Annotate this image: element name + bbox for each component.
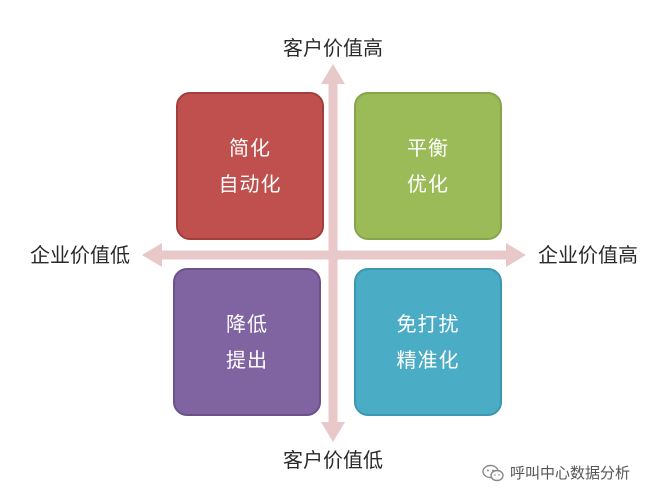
quadrant-line: 优化 [407,172,449,196]
quadrant-line: 平衡 [407,136,449,160]
quadrant-balance-optimize: 平衡 优化 [354,92,502,240]
arrowhead-up [321,64,345,84]
quadrant-line: 自动化 [218,172,282,196]
axis-label-enterprise-high: 企业价值高 [538,243,638,267]
quadrant-line: 免打扰 [396,312,460,336]
quadrant-simplify-automate: 简化 自动化 [176,92,324,240]
quadrant-no-disturb-precise: 免打扰 精准化 [354,268,502,416]
quadrant-line: 简化 [229,136,271,160]
axis-label-enterprise-low: 企业价值低 [30,243,130,267]
arrowhead-left [142,243,162,267]
quadrant-reduce-extract: 降低 提出 [173,268,321,416]
arrowhead-right [506,243,526,267]
axis-label-customer-high: 客户价值高 [283,36,383,60]
quadrant-line: 降低 [226,312,268,336]
quadrant-line: 精准化 [396,348,460,372]
quadrant-line: 提出 [226,348,268,372]
watermark-text: 呼叫中心数据分析 [510,464,631,482]
arrowhead-down [321,422,345,442]
axis-label-customer-low: 客户价值低 [283,448,383,472]
watermark: 呼叫中心数据分析 [482,462,630,483]
wechat-icon [482,464,504,481]
